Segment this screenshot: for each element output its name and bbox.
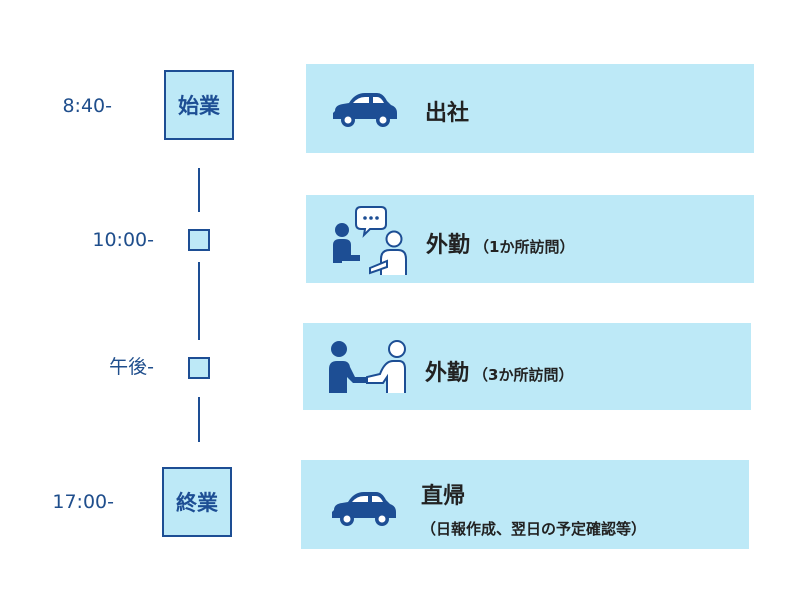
card-title: 外勤 xyxy=(425,361,470,386)
card-note: （1か所訪問） xyxy=(474,238,575,256)
schedule-card: 外勤 （3か所訪問） xyxy=(303,323,751,410)
car-icon xyxy=(332,492,396,526)
time-label: 午後- xyxy=(109,356,154,378)
card-title: 出社 xyxy=(425,101,470,126)
card-title: 直帰 xyxy=(421,484,466,509)
card-note: （日報作成、翌日の予定確認等） xyxy=(421,520,647,538)
time-label: 17:00- xyxy=(52,491,114,513)
timeline-marker xyxy=(188,229,210,251)
schedule-card: 出社 xyxy=(306,64,754,153)
card-note: （3か所訪問） xyxy=(473,366,574,384)
start-badge: 始業 xyxy=(164,70,234,140)
timeline-line xyxy=(198,397,200,442)
schedule-card: 外勤 （1か所訪問） xyxy=(306,195,754,283)
schedule-card: 直帰 （日報作成、翌日の予定確認等） xyxy=(301,460,749,549)
conversation-icon xyxy=(333,206,407,275)
timeline-marker xyxy=(188,357,210,379)
time-label: 10:00- xyxy=(92,229,154,251)
timeline-line xyxy=(198,168,200,212)
handshake-icon xyxy=(329,340,406,393)
card-title: 外勤 xyxy=(426,233,471,258)
timeline-line xyxy=(198,262,200,340)
car-icon xyxy=(333,93,397,127)
time-label: 8:40- xyxy=(62,95,112,117)
end-badge: 終業 xyxy=(162,467,232,537)
